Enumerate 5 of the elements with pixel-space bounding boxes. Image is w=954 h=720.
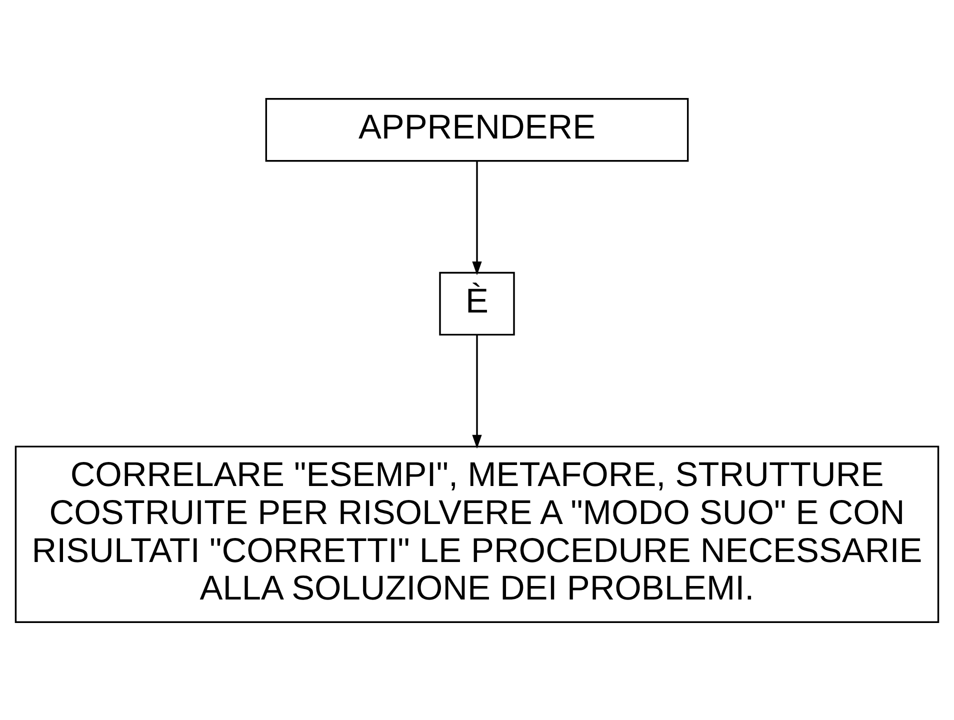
node-box: CORRELARE "ESEMPI", METAFORE, STRUTTURE COSTRUITE PER RISOLVERE A "MODO SUO" E CON RISULTATI "CORRETTI" LE PROCEDURE NECESSARIE ALLA SOLUZIONE DEI PROBLEMI.: [14, 445, 940, 622]
arrow: [472, 160, 482, 275]
node-box: È: [439, 271, 515, 336]
arrow: [472, 334, 482, 448]
node-box: APPRENDERE: [265, 98, 689, 162]
